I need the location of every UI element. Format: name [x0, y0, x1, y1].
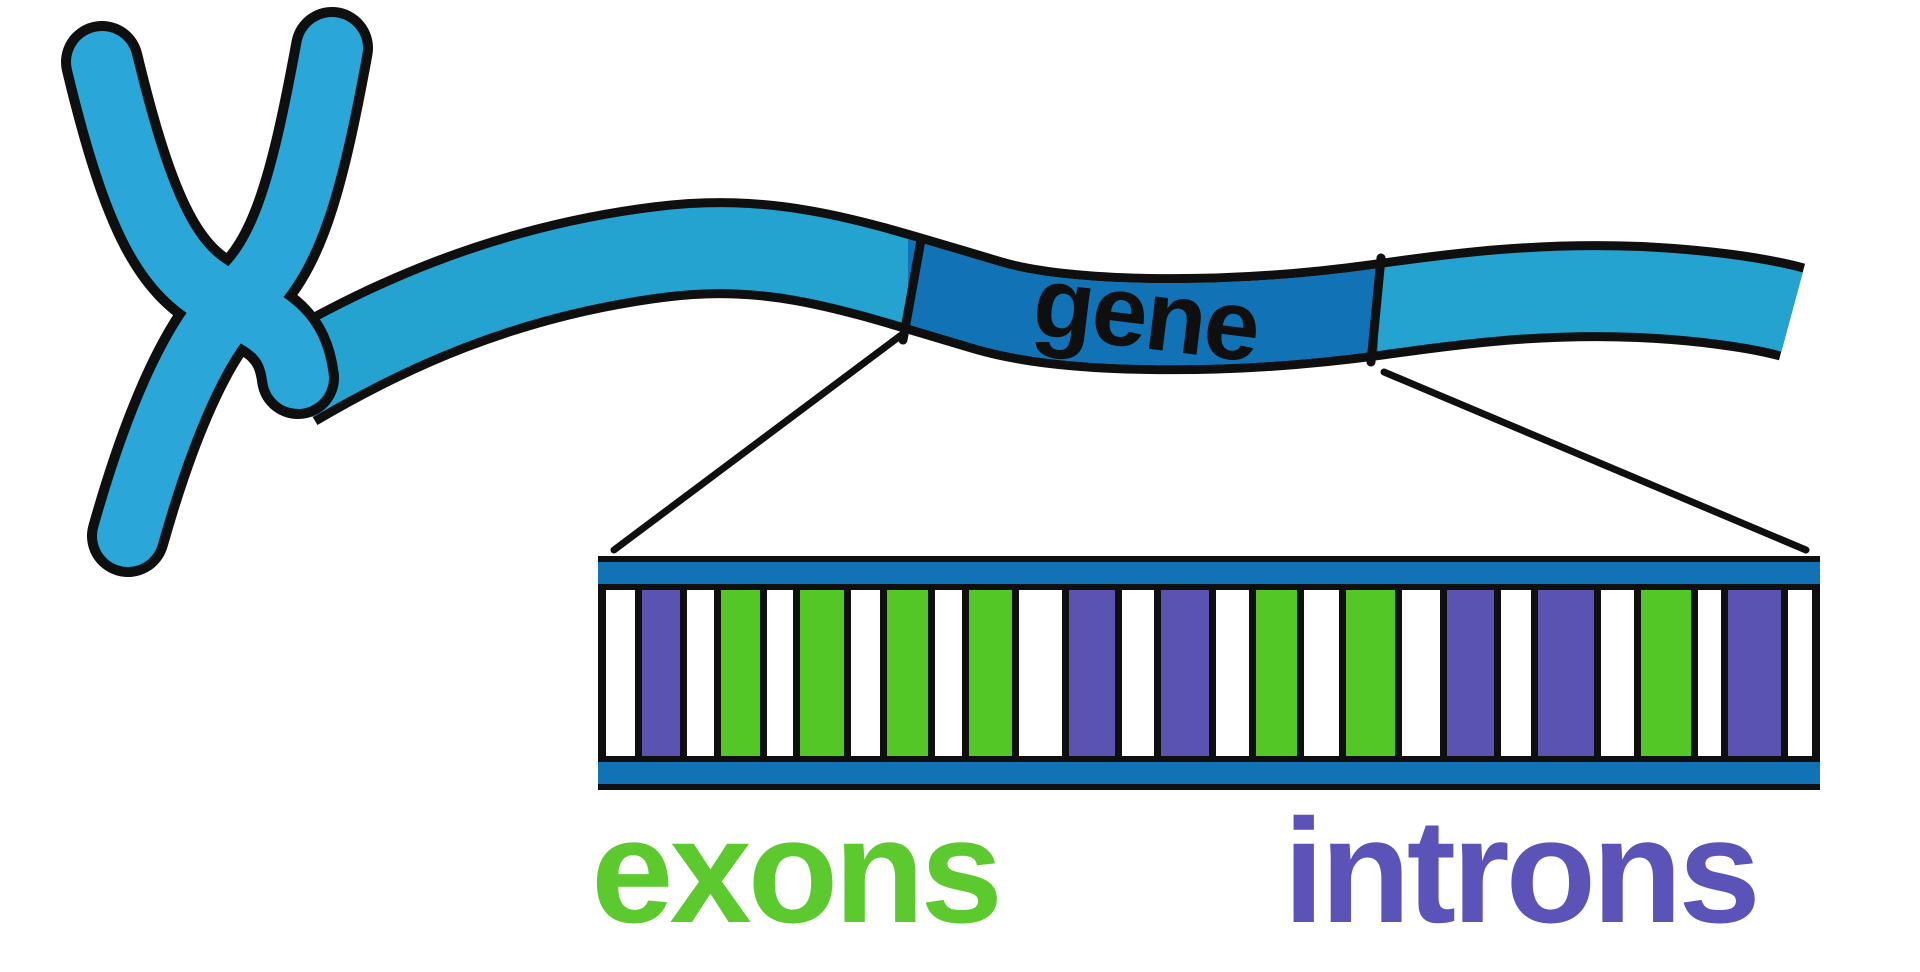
ladder-bars [598, 590, 1820, 756]
exon-bar [1339, 590, 1402, 756]
exon-bar [961, 590, 1019, 756]
gene-left-divider [898, 235, 926, 345]
ladder-gap [1401, 590, 1441, 756]
intron-bar [1440, 590, 1501, 756]
ladder-gap [766, 590, 794, 756]
ladder-gap [1122, 590, 1154, 756]
exon-bar [1248, 590, 1304, 756]
intron-bar [1061, 590, 1123, 756]
ladder-gap [1303, 590, 1340, 756]
introns-label: introns [1283, 789, 1761, 954]
intron-bar [1153, 590, 1216, 756]
dna-ladder [598, 556, 1820, 790]
exon-bar [793, 590, 852, 756]
ladder-gap [851, 590, 880, 756]
exon-bar [1634, 590, 1698, 756]
ladder-gap [1788, 590, 1812, 756]
gene-label: gene [1027, 245, 1264, 384]
intron-bar [1531, 590, 1601, 756]
ladder-gap [686, 590, 714, 756]
intron-bar [1720, 590, 1789, 756]
zoom-line-right [1380, 368, 1810, 554]
exon-bar [713, 590, 767, 756]
ladder-top-rail [598, 556, 1820, 590]
ladder-gap [1500, 590, 1532, 756]
dna-strand-ribbon: gene [266, 198, 1806, 426]
ladder-gap [1600, 590, 1635, 756]
ladder-gap [1215, 590, 1249, 756]
ladder-bottom-rail [598, 756, 1820, 790]
ladder-gap [1018, 590, 1062, 756]
ladder-gap [934, 590, 962, 756]
ladder-gap [606, 590, 635, 756]
gene-right-divider [1366, 253, 1386, 367]
intron-bar [634, 590, 687, 756]
gene-segment: gene [898, 235, 1386, 384]
exons-label: exons [591, 789, 1003, 954]
ladder-gap [1697, 590, 1721, 756]
chromosome-icon [61, 7, 373, 577]
exon-bar [879, 590, 935, 756]
zoom-line-left [610, 326, 912, 554]
